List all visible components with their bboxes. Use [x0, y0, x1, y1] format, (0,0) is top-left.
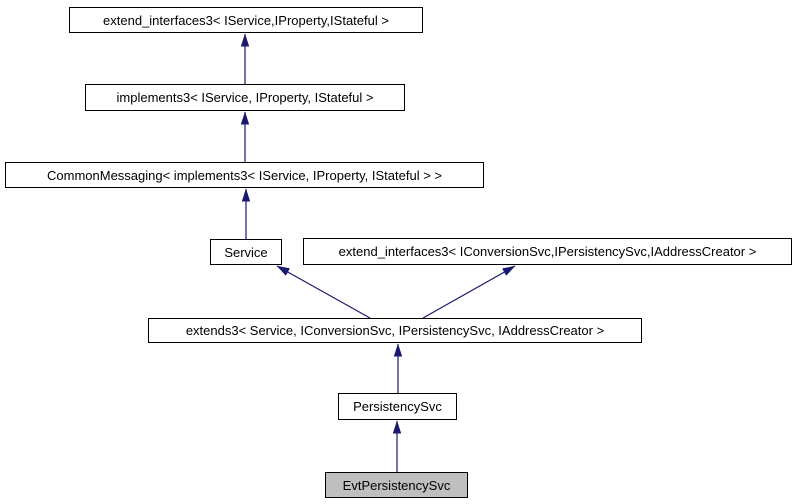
node-label-commonmessaging: CommonMessaging< implements3< IService, …: [47, 167, 442, 183]
node-label-implements3: implements3< IService, IProperty, IState…: [116, 90, 374, 105]
node-label-extends3: extends3< Service, IConversionSvc, IPers…: [185, 323, 605, 338]
node-extend-interfaces3-iservice[interactable]: extend_interfaces3< IService,IProperty,I…: [69, 7, 423, 33]
node-implements3[interactable]: implements3< IService, IProperty, IState…: [85, 84, 405, 111]
node-label-evtpersistencysvc: EvtPersistencySvc: [342, 477, 451, 493]
node-evtpersistencysvc: EvtPersistencySvc: [325, 472, 468, 498]
node-label-persistencysvc: PersistencySvc: [353, 399, 442, 414]
node-service[interactable]: Service: [210, 239, 282, 265]
inheritance-edge-extends3-to-extend-interfaces3-iconversionsvc: [422, 265, 516, 319]
node-extend-interfaces3-iconversionsvc[interactable]: extend_interfaces3< IConversionSvc,IPers…: [303, 238, 792, 265]
inheritance-edge-extends3-to-service: [276, 265, 371, 319]
node-label-extend-interfaces3-iservice: extend_interfaces3< IService,IProperty,I…: [103, 12, 389, 28]
node-persistencysvc[interactable]: PersistencySvc: [338, 393, 457, 420]
node-label-extend-interfaces3-iconversionsvc: extend_interfaces3< IConversionSvc,IPers…: [338, 244, 757, 259]
node-commonmessaging[interactable]: CommonMessaging< implements3< IService, …: [5, 162, 484, 188]
node-extends3[interactable]: extends3< Service, IConversionSvc, IPers…: [148, 318, 642, 343]
node-label-service: Service: [224, 244, 268, 260]
